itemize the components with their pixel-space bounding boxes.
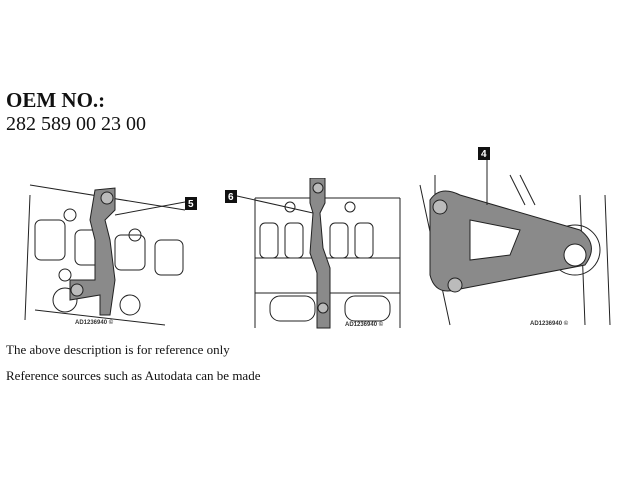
- figure-caption: AD1236940 ©: [530, 320, 569, 327]
- callout-badge: [225, 190, 237, 203]
- figure-camshaft-tool-6: 6 AD1236940 ©: [225, 178, 401, 329]
- oem-number: 282 589 00 23 00: [6, 113, 146, 135]
- callout-badge: [185, 197, 197, 210]
- callout-badge: [478, 147, 490, 160]
- oem-label: OEM NO.:: [6, 88, 106, 112]
- callout-6: 6: [228, 192, 234, 203]
- reference-note: Reference sources such as Autodata can b…: [6, 368, 261, 383]
- figure-caption: AD1236940 ©: [345, 321, 384, 328]
- disclaimer-note: The above description is for reference o…: [6, 342, 230, 357]
- callout-4: 4: [481, 149, 487, 160]
- figure-caption: AD1236940 ©: [75, 319, 114, 326]
- figure-camshaft-tool-5: 5 AD1236940 ©: [24, 184, 197, 326]
- figure-crank-tool-4: 4 AD1236940 ©: [419, 147, 611, 327]
- callout-5: 5: [188, 199, 194, 210]
